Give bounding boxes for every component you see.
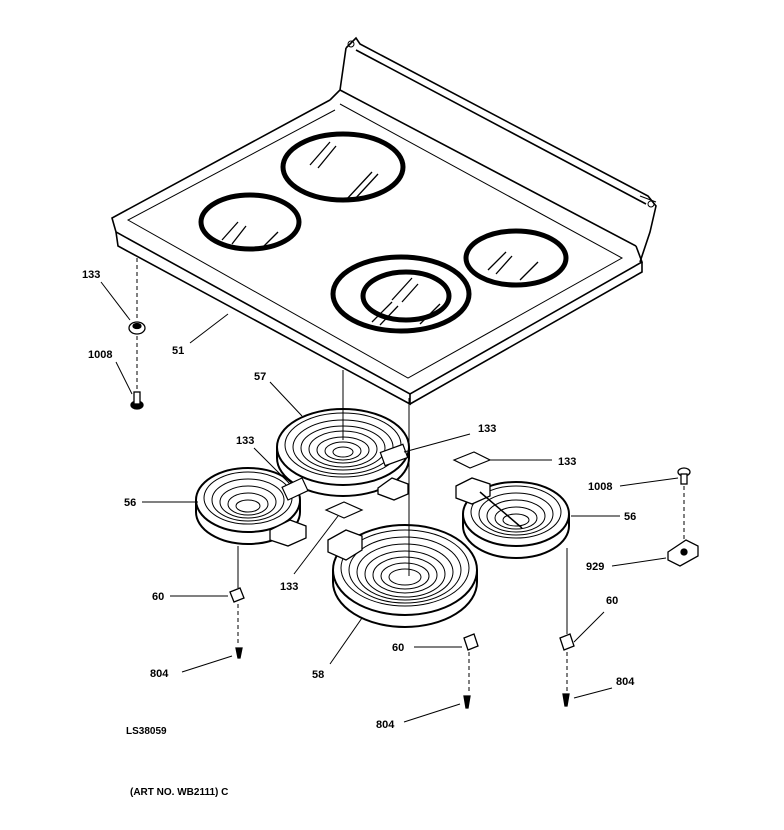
leader-lines bbox=[100, 281, 679, 723]
cooktop-burner-rings bbox=[198, 131, 569, 334]
callout-60-right: 60 bbox=[606, 595, 618, 607]
callout-1008-right: 1008 bbox=[588, 481, 612, 493]
callout-804-mid: 804 bbox=[376, 719, 395, 731]
callout-labels: 133 1008 51 57 133 133 133 133 56 56 100… bbox=[82, 269, 636, 798]
callout-56-left: 56 bbox=[124, 497, 136, 509]
callout-804-left: 804 bbox=[150, 668, 169, 680]
spacer-pads-133 bbox=[324, 451, 492, 519]
callout-57: 57 bbox=[254, 371, 266, 383]
glare-marks bbox=[221, 141, 539, 326]
callout-133-c: 133 bbox=[558, 456, 576, 468]
callout-804-right: 804 bbox=[616, 676, 635, 688]
callout-58: 58 bbox=[312, 669, 324, 681]
callout-60-mid: 60 bbox=[392, 642, 404, 654]
surface-burner-56-right bbox=[455, 477, 570, 559]
drawing-code: LS38059 bbox=[126, 726, 167, 737]
callout-56-right: 56 bbox=[624, 511, 636, 523]
alignment-lines bbox=[136, 258, 685, 694]
callout-1008-left: 1008 bbox=[88, 349, 112, 361]
cooktop-glass-top bbox=[111, 36, 657, 406]
callout-60-left: 60 bbox=[152, 591, 164, 603]
fastener-hardware bbox=[128, 321, 699, 709]
callout-929: 929 bbox=[586, 561, 604, 573]
callout-51: 51 bbox=[172, 345, 184, 357]
callout-133-a: 133 bbox=[236, 435, 254, 447]
art-number: (ART NO. WB2111) C bbox=[130, 787, 228, 798]
callout-133-d: 133 bbox=[280, 581, 298, 593]
surface-burner-56-left bbox=[195, 467, 309, 547]
callout-133-b: 133 bbox=[478, 423, 496, 435]
callout-133-top-left: 133 bbox=[82, 269, 100, 281]
surface-burner-58 bbox=[327, 524, 478, 628]
